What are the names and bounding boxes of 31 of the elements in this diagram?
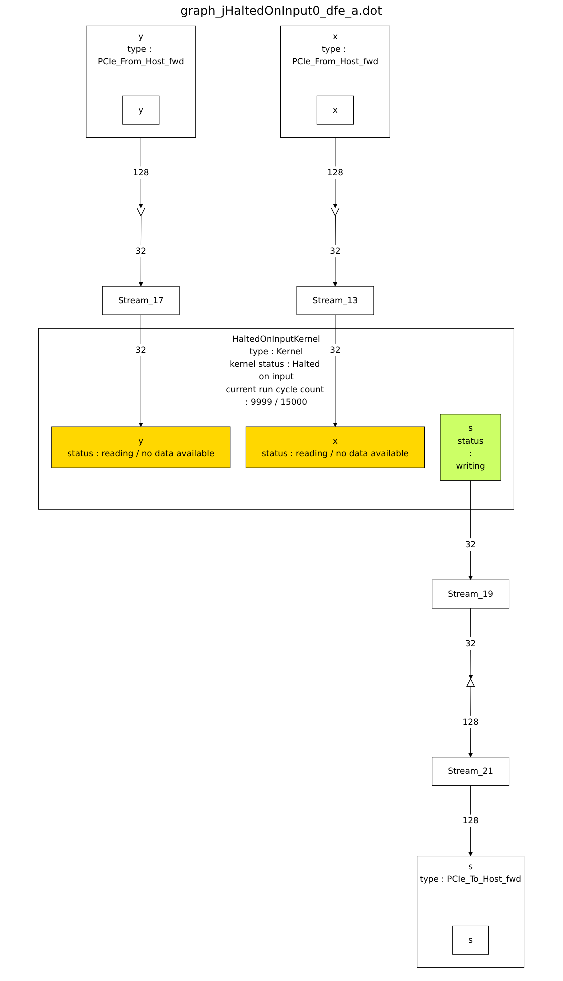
arrow <box>468 608 474 680</box>
edge-label: 128 <box>462 716 479 727</box>
node-box: Stream_17 <box>102 286 180 316</box>
edge-label: 128 <box>327 168 344 178</box>
node-box: x <box>316 96 354 125</box>
arrow <box>333 137 338 208</box>
node-box: x status : reading / no data available <box>246 426 425 468</box>
edge-label: 128 <box>462 816 479 826</box>
edge-label: 32 <box>465 638 476 648</box>
arrow <box>138 137 144 208</box>
diagram-title: graph_jHaltedOnInput0_dfe_a.dot <box>180 3 384 20</box>
arrow <box>468 480 474 580</box>
edge-label: 32 <box>330 344 341 355</box>
edge-label: 128 <box>133 168 150 178</box>
edge-label: 32 <box>136 344 146 355</box>
node-box: s <box>452 926 490 955</box>
node-box: Stream_19 <box>432 580 510 609</box>
node-box: y <box>122 96 160 125</box>
node-box: y status : reading / no data available <box>52 426 231 468</box>
arrow <box>468 686 474 758</box>
arrow <box>138 314 144 428</box>
node-box: s status : writing <box>440 414 502 481</box>
arrow <box>333 314 338 428</box>
node-box: Stream_13 <box>296 286 374 316</box>
arrow <box>468 786 474 856</box>
arrow <box>333 216 338 287</box>
edge-label: 32 <box>330 246 341 256</box>
node-box: Stream_21 <box>432 757 510 786</box>
edge-label: 32 <box>465 540 476 550</box>
arrow <box>138 216 144 287</box>
edge-label: 32 <box>136 246 146 256</box>
